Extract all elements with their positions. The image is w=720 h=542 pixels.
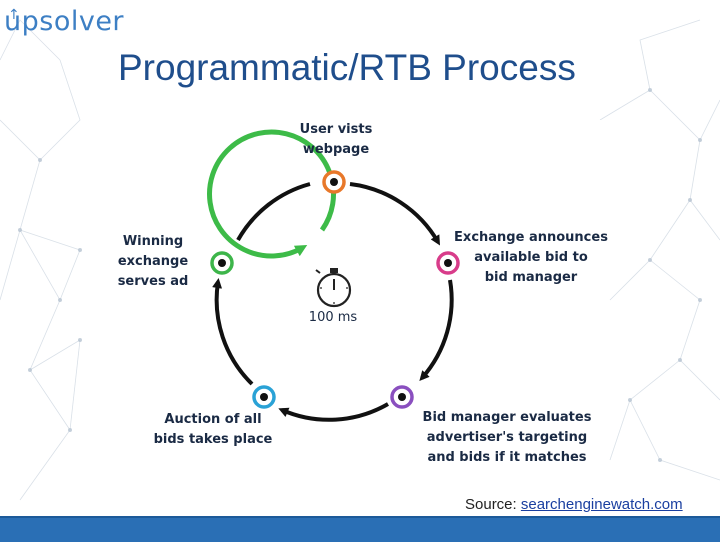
arrow-auction-to-winner [212, 278, 254, 386]
timer-label: 100 ms [308, 310, 358, 325]
step-label-user-visits: User vists webpage [299, 122, 373, 157]
step-label-winning-exchange: Winning exchange serves ad [117, 234, 189, 289]
node-auction [252, 385, 276, 409]
node-exchange-announces [436, 251, 460, 275]
node-bid-manager [390, 385, 414, 409]
step-label-auction: Auction of all bids takes place [153, 412, 273, 447]
logo-text: upsolver [4, 6, 125, 37]
source-link[interactable]: searchenginewatch.com [520, 496, 683, 513]
upsolver-logo: ↑ upsolver [4, 4, 124, 40]
slide-title: Programmatic/RTB Process [118, 47, 576, 88]
footer-bar [0, 516, 720, 542]
node-winning-exchange [210, 251, 234, 275]
node-user-visits [322, 170, 346, 194]
source-citation: Source: searchenginewatch.com [465, 496, 683, 513]
arrow-bidmanager-to-auction [278, 402, 389, 422]
cycle-graphic [207, 129, 460, 422]
source-prefix: Source: [465, 496, 521, 513]
arrow-exchange-to-bidmanager [419, 279, 454, 381]
stopwatch-icon [315, 268, 352, 308]
arrow-visit-to-exchange [349, 182, 441, 246]
step-label-exchange-announces: Exchange announces available bid to bid … [454, 230, 608, 285]
arrow-winner-to-visit [236, 182, 311, 241]
logo-up-arrow-icon: ↑ [8, 7, 21, 23]
rtb-cycle-diagram: User vists webpage Exchange announces av… [88, 120, 608, 465]
step-label-bid-manager: Bid manager evaluates advertiser's targe… [422, 410, 592, 465]
